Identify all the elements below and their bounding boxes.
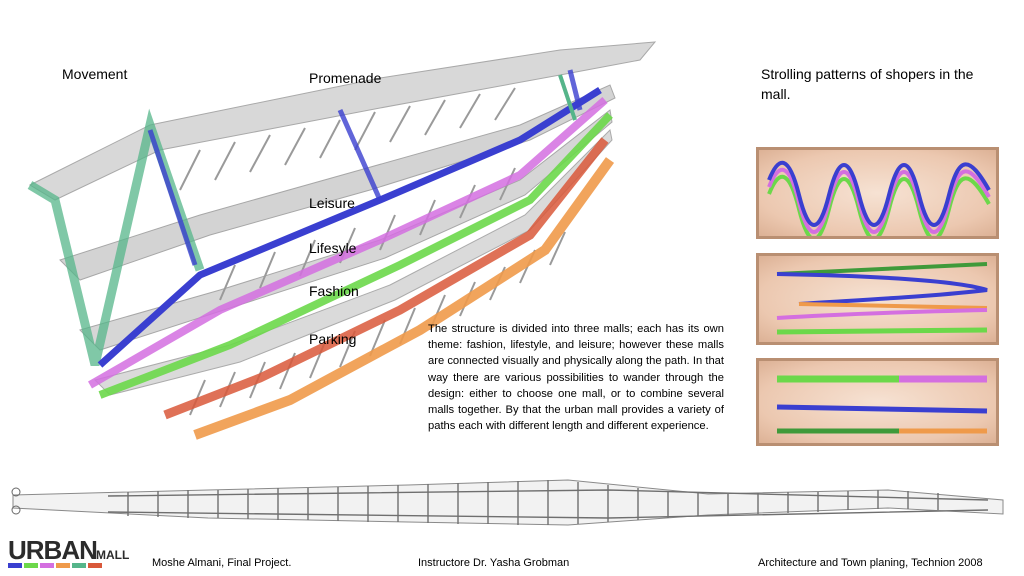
mall-perspective-diagram xyxy=(27,41,657,440)
footer-institution: Architecture and Town planing, Technion … xyxy=(758,557,983,569)
wave-blue xyxy=(767,160,991,227)
straight-blue xyxy=(776,404,988,414)
loop-green xyxy=(776,262,988,276)
strolling-heading: Strolling patterns of shopers in the mal… xyxy=(761,66,974,102)
label-promenade: Promenade xyxy=(309,70,382,86)
roof-slab xyxy=(28,41,657,201)
wave-green xyxy=(767,174,991,236)
leisure-slab xyxy=(59,84,616,281)
red-path xyxy=(163,137,609,420)
label-fashion: Fashion xyxy=(309,283,359,299)
description-paragraph: The structure is divided into three mall… xyxy=(428,323,724,433)
label-leisure: Leisure xyxy=(309,195,355,211)
loop-magenta xyxy=(776,308,988,320)
pattern-panel-loops xyxy=(756,253,999,345)
fashion-slab xyxy=(94,128,613,396)
footer-instructor: Instructore Dr. Yasha Grobman xyxy=(418,557,570,569)
pattern-panel-waves xyxy=(756,147,999,239)
pattern-panel-straight xyxy=(756,358,999,446)
footer-author: Moshe Almani, Final Project. xyxy=(152,557,292,569)
urban-mall-logo: URBAN MALL xyxy=(8,535,138,571)
orange-path xyxy=(193,157,615,440)
label-parking: Parking xyxy=(309,331,357,347)
loop-green-low xyxy=(776,327,988,335)
svg-text:URBAN: URBAN xyxy=(8,535,97,565)
svg-text:MALL: MALL xyxy=(96,548,129,562)
label-lifestyle: Lifesyle xyxy=(309,240,357,256)
green-connector xyxy=(558,74,577,121)
wave-magenta xyxy=(767,167,991,234)
elevation-strip xyxy=(11,479,1004,526)
green-path xyxy=(98,112,613,399)
lifestyle-slab xyxy=(79,109,613,351)
blue-connector xyxy=(147,69,583,266)
magenta-path xyxy=(88,97,608,389)
loop-orange xyxy=(798,302,988,310)
loop-blue xyxy=(776,272,988,306)
label-movement: Movement xyxy=(62,66,128,82)
